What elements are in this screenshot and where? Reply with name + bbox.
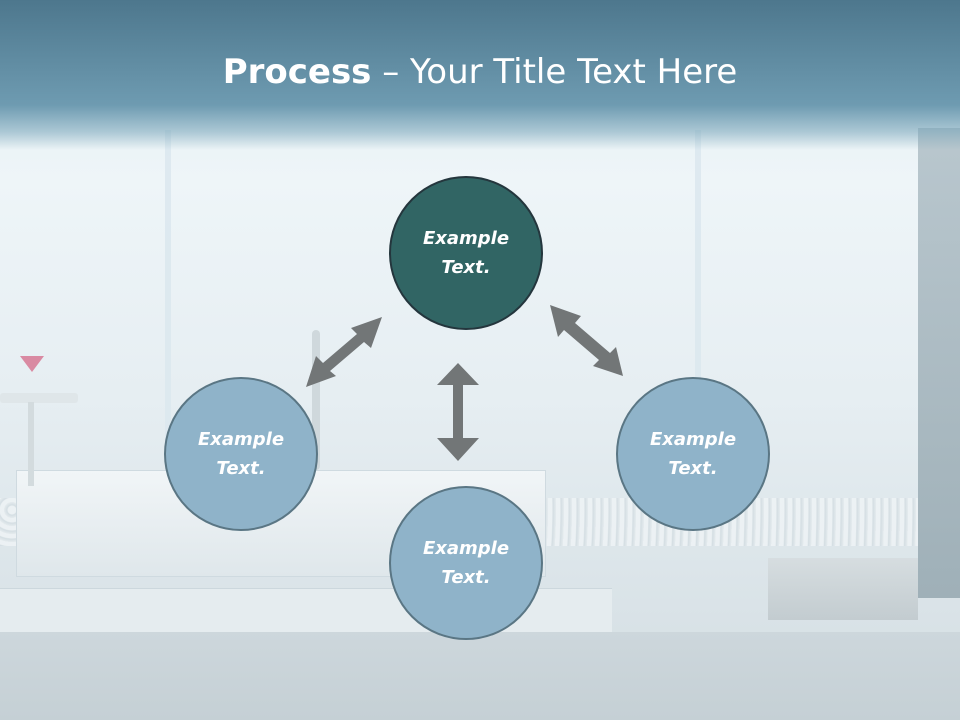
background-faucet: [312, 330, 320, 470]
process-node-bottom: Example Text.: [389, 486, 543, 640]
node-center-label: Example Text.: [422, 228, 510, 278]
title-rest: – Your Title Text Here: [371, 52, 738, 92]
title-band: [0, 0, 960, 150]
process-node-left: Example Text.: [164, 377, 318, 531]
background-table-leg: [28, 402, 34, 486]
node-left-label: Example Text.: [197, 429, 285, 479]
process-node-center: Example Text.: [389, 176, 543, 330]
background-window-frame-left: [165, 130, 171, 460]
arrow-center-left: [306, 317, 382, 387]
background-bench: [768, 558, 918, 620]
arrow-center-bottom: [437, 363, 479, 461]
background-wall-panel: [918, 128, 960, 598]
background-window-frame-right: [695, 130, 701, 460]
process-node-right: Example Text.: [616, 377, 770, 531]
node-right-label: Example Text.: [649, 429, 737, 479]
title-bold: Process: [222, 52, 372, 92]
arrow-center-right: [550, 305, 623, 376]
node-bottom-label: Example Text.: [422, 538, 510, 588]
background-side-table: [0, 393, 78, 403]
background-glass: [20, 356, 44, 372]
slide-title: Process – Your Title Text Here: [0, 52, 960, 92]
background-floor: [0, 632, 960, 720]
